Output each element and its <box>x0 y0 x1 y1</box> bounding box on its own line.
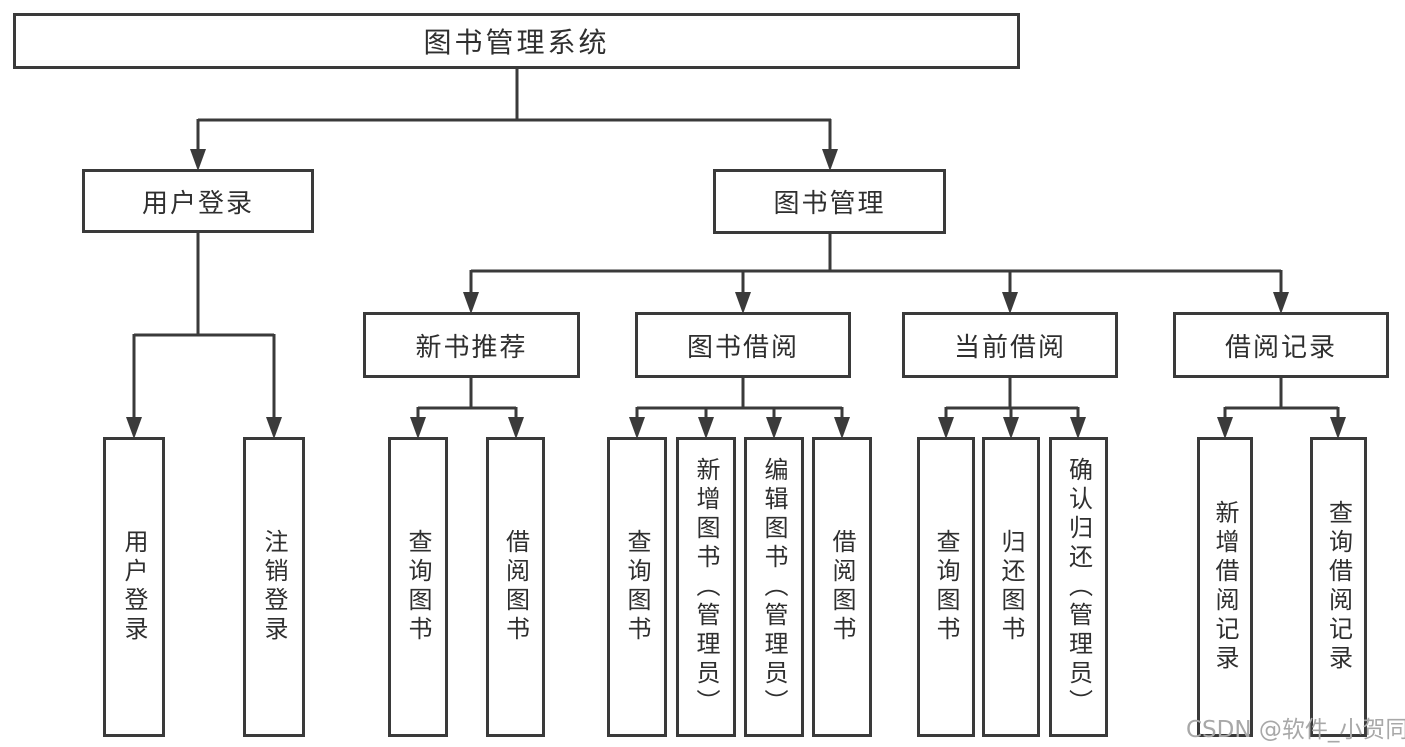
node-label: 归还图书 <box>997 529 1025 645</box>
watermark: CSDN @软件_小贺同学 <box>1186 717 1405 743</box>
node-label: 新增图书（管理员） <box>692 456 720 718</box>
leaf-add-book-admin: 新增图书（管理员） <box>676 437 736 737</box>
node-label: 当前借阅 <box>953 332 1066 363</box>
leaf-borrow-books-recommend: 借阅图书 <box>486 437 545 737</box>
node-label: 借阅记录 <box>1224 332 1337 363</box>
leaf-query-books-current: 查询图书 <box>917 437 975 737</box>
node-book-borrow: 图书借阅 <box>635 312 851 378</box>
node-user-login: 用户登录 <box>82 169 314 233</box>
node-label: 用户登录 <box>141 188 254 219</box>
node-label: 查询图书 <box>932 529 960 645</box>
leaf-borrow-books: 借阅图书 <box>812 437 872 737</box>
node-label: 编辑图书（管理员） <box>760 456 788 718</box>
leaf-query-books-recommend: 查询图书 <box>388 437 448 737</box>
node-label: 图书借阅 <box>686 332 799 363</box>
node-label: 确认归还（管理员） <box>1064 456 1093 718</box>
leaf-confirm-return-admin: 确认归还（管理员） <box>1049 437 1108 737</box>
node-label: 图书管理 <box>773 189 886 219</box>
node-new-book-recommend: 新书推荐 <box>363 312 580 378</box>
leaf-return-book: 归还图书 <box>982 437 1040 737</box>
node-book-management: 图书管理 <box>713 169 946 234</box>
node-label: 用户登录 <box>120 529 148 645</box>
node-label: 查询借阅记录 <box>1324 500 1353 674</box>
node-label: 借阅图书 <box>828 529 856 645</box>
leaf-logout-login: 注销登录 <box>243 437 305 737</box>
node-label: 新增借阅记录 <box>1211 500 1239 674</box>
node-current-borrow: 当前借阅 <box>902 312 1118 378</box>
leaf-query-books-borrow: 查询图书 <box>607 437 667 737</box>
node-label: 新书推荐 <box>415 332 528 363</box>
node-label: 图书管理系统 <box>423 26 610 59</box>
leaf-user-login: 用户登录 <box>103 437 165 737</box>
leaf-query-borrow-record: 查询借阅记录 <box>1310 437 1367 737</box>
node-root: 图书管理系统 <box>13 13 1020 69</box>
node-borrow-records: 借阅记录 <box>1173 312 1389 378</box>
node-label: 注销登录 <box>260 529 288 645</box>
node-label: 借阅图书 <box>501 529 530 645</box>
leaf-edit-book-admin: 编辑图书（管理员） <box>744 437 804 737</box>
leaf-add-borrow-record: 新增借阅记录 <box>1197 437 1253 737</box>
node-label: 查询图书 <box>623 529 651 645</box>
node-label: 查询图书 <box>404 529 432 645</box>
